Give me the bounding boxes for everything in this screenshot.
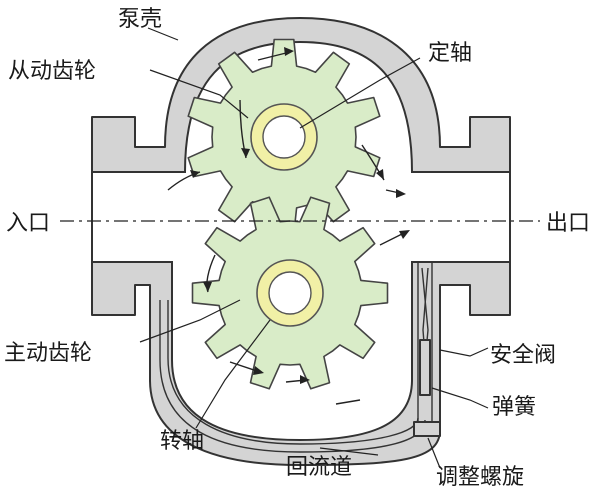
rotating-shaft-hole (268, 271, 312, 315)
label-inlet: 入口 (6, 211, 50, 236)
adjusting-screw-block (413, 421, 441, 437)
leader-lines (139, 27, 489, 469)
label-return-channel: 回流道 (286, 455, 352, 480)
flow-arrows (167, 47, 410, 405)
valve-cone (419, 339, 431, 396)
label-pump-housing: 泵壳 (118, 7, 162, 32)
label-driving-gear: 主动齿轮 (4, 341, 92, 366)
label-outlet: 出口 (546, 211, 590, 236)
return-channel-line-outer (159, 300, 426, 453)
return-channel-line-inner (167, 300, 419, 445)
label-safety-valve: 安全阀 (490, 343, 556, 368)
label-rotating-shaft: 转轴 (160, 429, 204, 454)
label-driven-gear: 从动齿轮 (8, 59, 96, 84)
label-fixed-shaft: 定轴 (428, 41, 472, 66)
label-spring: 弹簧 (492, 395, 536, 420)
label-adjusting-screw: 调整螺旋 (436, 465, 524, 490)
fixed-shaft-hole (262, 115, 306, 159)
